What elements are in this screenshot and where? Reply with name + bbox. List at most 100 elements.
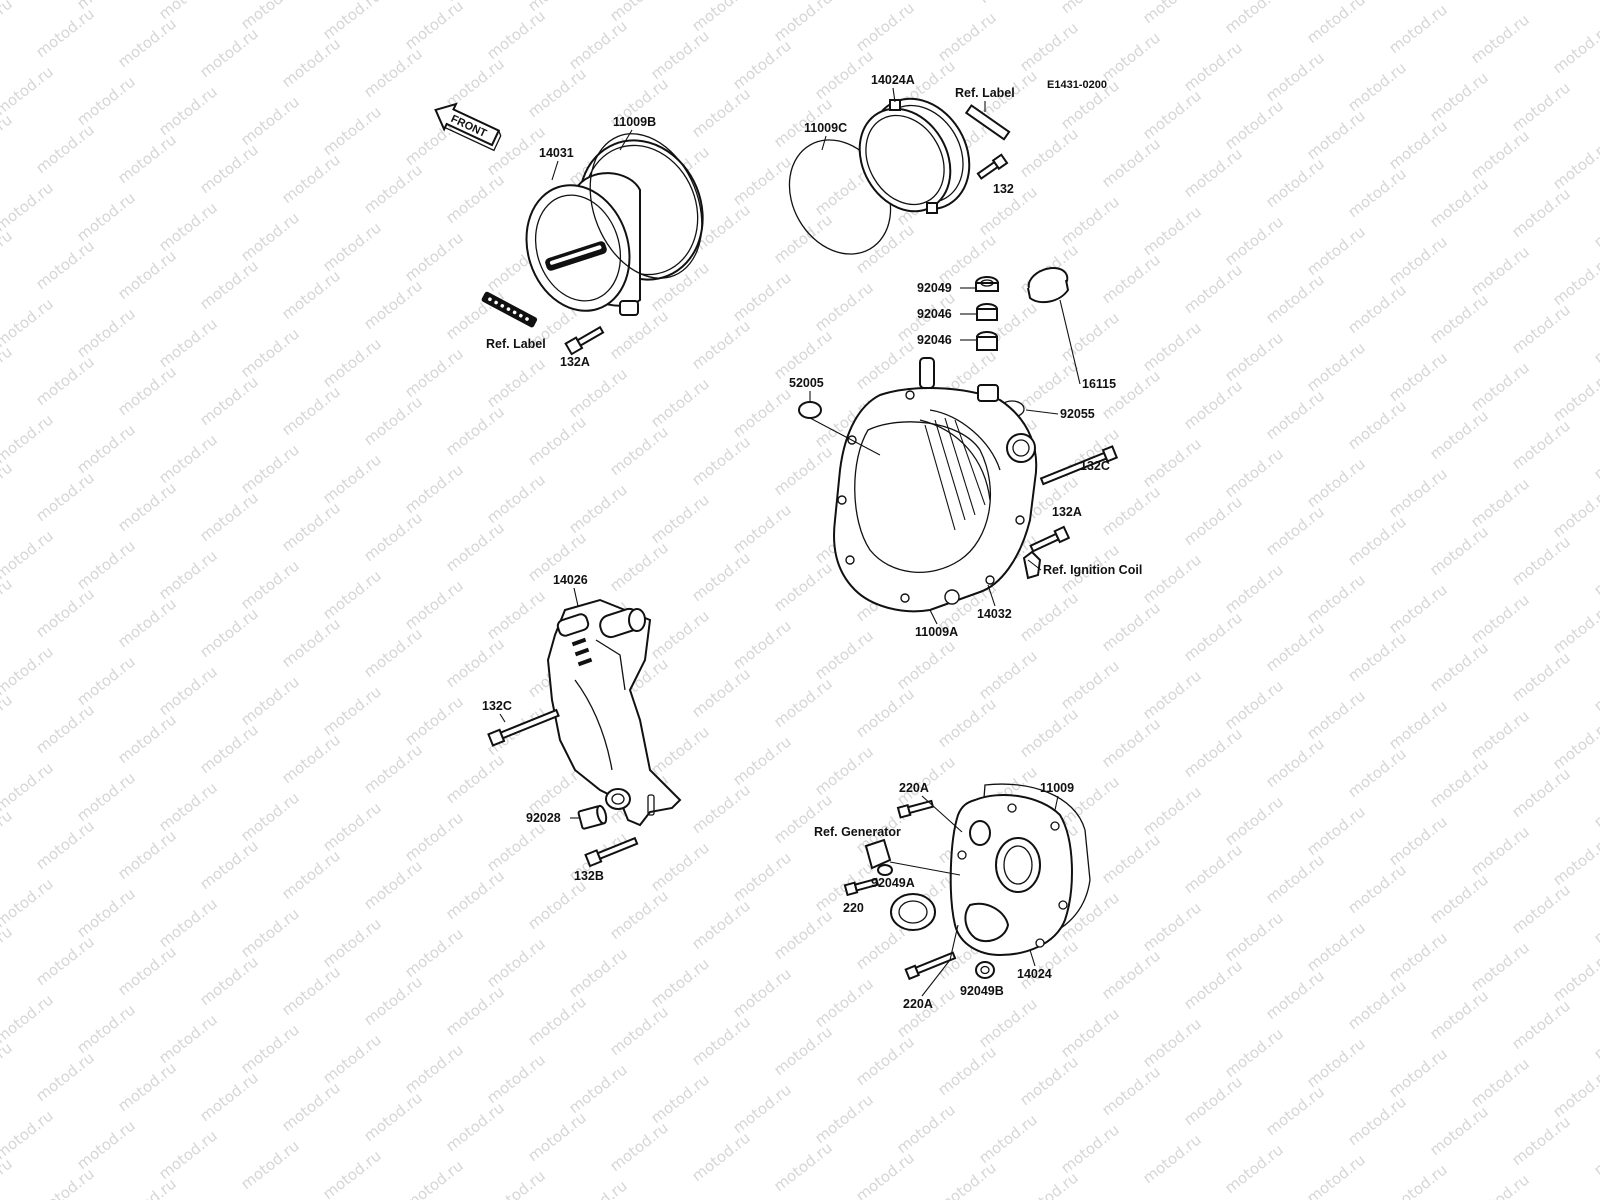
watermark-text: motod.ru — [483, 935, 548, 992]
watermark-text: motod.ru — [524, 877, 589, 934]
label-92046-a: 92046 — [917, 307, 952, 321]
watermark-text: motod.ru — [0, 991, 57, 1048]
watermark-text: motod.ru — [729, 617, 794, 674]
watermark-text: motod.ru — [360, 741, 425, 798]
watermark-text: motod.ru — [360, 509, 425, 566]
watermark-text: motod.ru — [196, 1069, 261, 1126]
watermark-text: motod.ru — [729, 385, 794, 442]
watermark-text: motod.ru — [1303, 919, 1368, 976]
label-92028: 92028 — [526, 811, 561, 825]
watermark-text: motod.ru — [442, 751, 507, 808]
watermark-text: motod.ru — [442, 1099, 507, 1156]
watermark-text: motod.ru — [442, 403, 507, 460]
watermark-text: motod.ru — [73, 885, 138, 942]
watermark-text: motod.ru — [1508, 533, 1573, 590]
watermark-text: motod.ru — [1590, 311, 1600, 368]
watermark-text: motod.ru — [1221, 213, 1286, 270]
watermark-text: motod.ru — [770, 443, 835, 500]
part-bolt-132A-left — [564, 325, 605, 356]
watermark-text: motod.ru — [32, 817, 97, 874]
watermark-text: motod.ru — [73, 769, 138, 826]
watermark-text: motod.ru — [0, 343, 16, 400]
watermark-text: motod.ru — [1057, 1121, 1122, 1178]
watermark-text: motod.ru — [114, 943, 179, 1000]
part-gasket-11009B — [589, 133, 703, 279]
watermark-text: motod.ru — [1549, 21, 1600, 78]
watermark-text: motod.ru — [1303, 1035, 1368, 1092]
watermark-text: motod.ru — [1344, 397, 1409, 454]
watermark-text: motod.ru — [1426, 1103, 1491, 1160]
watermark-text: motod.ru — [319, 1031, 384, 1088]
watermark-text: motod.ru — [155, 779, 220, 836]
watermark-text: motod.ru — [1385, 697, 1450, 754]
watermark-text: motod.ru — [0, 0, 16, 51]
watermark-text: motod.ru — [237, 673, 302, 730]
label-220A-bottom: 220A — [903, 997, 933, 1011]
watermark-text: motod.ru — [1016, 589, 1081, 646]
watermark-text: motod.ru — [975, 1111, 1040, 1168]
watermark-text: motod.ru — [729, 153, 794, 210]
watermark-text: motod.ru — [155, 83, 220, 140]
watermark-text: motod.ru — [155, 547, 220, 604]
watermark-text: motod.ru — [729, 733, 794, 790]
watermark-text: motod.ru — [647, 839, 712, 896]
label-132-top: 132 — [993, 182, 1014, 196]
watermark-text: motod.ru — [1508, 881, 1573, 938]
watermark-text: motod.ru — [688, 85, 753, 142]
watermark-text: motod.ru — [114, 827, 179, 884]
label-14026: 14026 — [553, 573, 588, 587]
watermark-text: motod.ru — [0, 227, 16, 284]
watermark-text: motod.ru — [0, 295, 57, 352]
watermark-text: motod.ru — [483, 471, 548, 528]
watermark-text: motod.ru — [1426, 407, 1491, 464]
part-bolt-220A-bottom — [904, 951, 957, 981]
part-bolt-220 — [843, 877, 880, 897]
watermark-text: motod.ru — [483, 819, 548, 876]
watermark-text: motod.ru — [360, 973, 425, 1030]
watermark-text: motod.ru — [1549, 137, 1600, 194]
watermark-text: motod.ru — [73, 305, 138, 362]
watermark-text: motod.ru — [1262, 967, 1327, 1024]
watermark-text: motod.ru — [524, 413, 589, 470]
watermark-text: motod.ru — [852, 685, 917, 742]
watermark-text: motod.ru — [811, 1091, 876, 1148]
watermark-text: motod.ru — [852, 337, 917, 394]
watermark-text: motod.ru — [155, 199, 220, 256]
watermark-text: motod.ru — [852, 1033, 917, 1090]
watermark-text: motod.ru — [1180, 841, 1245, 898]
watermark-text: motod.ru — [401, 1041, 466, 1098]
watermark-text: motod.ru — [1098, 831, 1163, 888]
part-cover-14024 — [949, 794, 1073, 957]
watermark-text: motod.ru — [1221, 677, 1286, 734]
watermark-text: motod.ru — [811, 47, 876, 104]
watermark-text: motod.ru — [1262, 271, 1327, 328]
watermark-text: motod.ru — [73, 189, 138, 246]
part-bolt-132 — [976, 153, 1009, 180]
label-52005: 52005 — [789, 376, 824, 390]
watermark-text: motod.ru — [1098, 715, 1163, 772]
watermark-text: motod.ru — [1549, 1065, 1600, 1122]
watermark-text: motod.ru — [73, 1001, 138, 1058]
watermark-text: motod.ru — [0, 459, 16, 516]
watermark-text: motod.ru — [1262, 735, 1327, 792]
watermark-text: motod.ru — [1549, 949, 1600, 1006]
watermark-text: motod.ru — [1508, 185, 1573, 242]
watermark-text: motod.ru — [1385, 929, 1450, 986]
watermark-text: motod.ru — [1467, 11, 1532, 68]
watermark-text: motod.ru — [1180, 609, 1245, 666]
watermark-text: motod.ru — [1385, 465, 1450, 522]
watermark-text: motod.ru — [114, 1175, 179, 1200]
watermark-text: motod.ru — [1344, 165, 1409, 222]
watermark-text: motod.ru — [1385, 233, 1450, 290]
watermark-text: motod.ru — [278, 499, 343, 556]
watermark-text: motod.ru — [1426, 523, 1491, 580]
watermark-text: motod.ru — [729, 849, 794, 906]
part-bolt-220A-top — [896, 799, 935, 819]
watermark-text: motod.ru — [1344, 1093, 1409, 1150]
watermark-text: motod.ru — [1262, 387, 1327, 444]
watermark-text: motod.ru — [688, 1129, 753, 1186]
watermark-text: motod.ru — [401, 461, 466, 518]
watermark-text: motod.ru — [155, 315, 220, 372]
watermark-text: motod.ru — [1139, 899, 1204, 956]
watermark-text: motod.ru — [1385, 1045, 1450, 1102]
